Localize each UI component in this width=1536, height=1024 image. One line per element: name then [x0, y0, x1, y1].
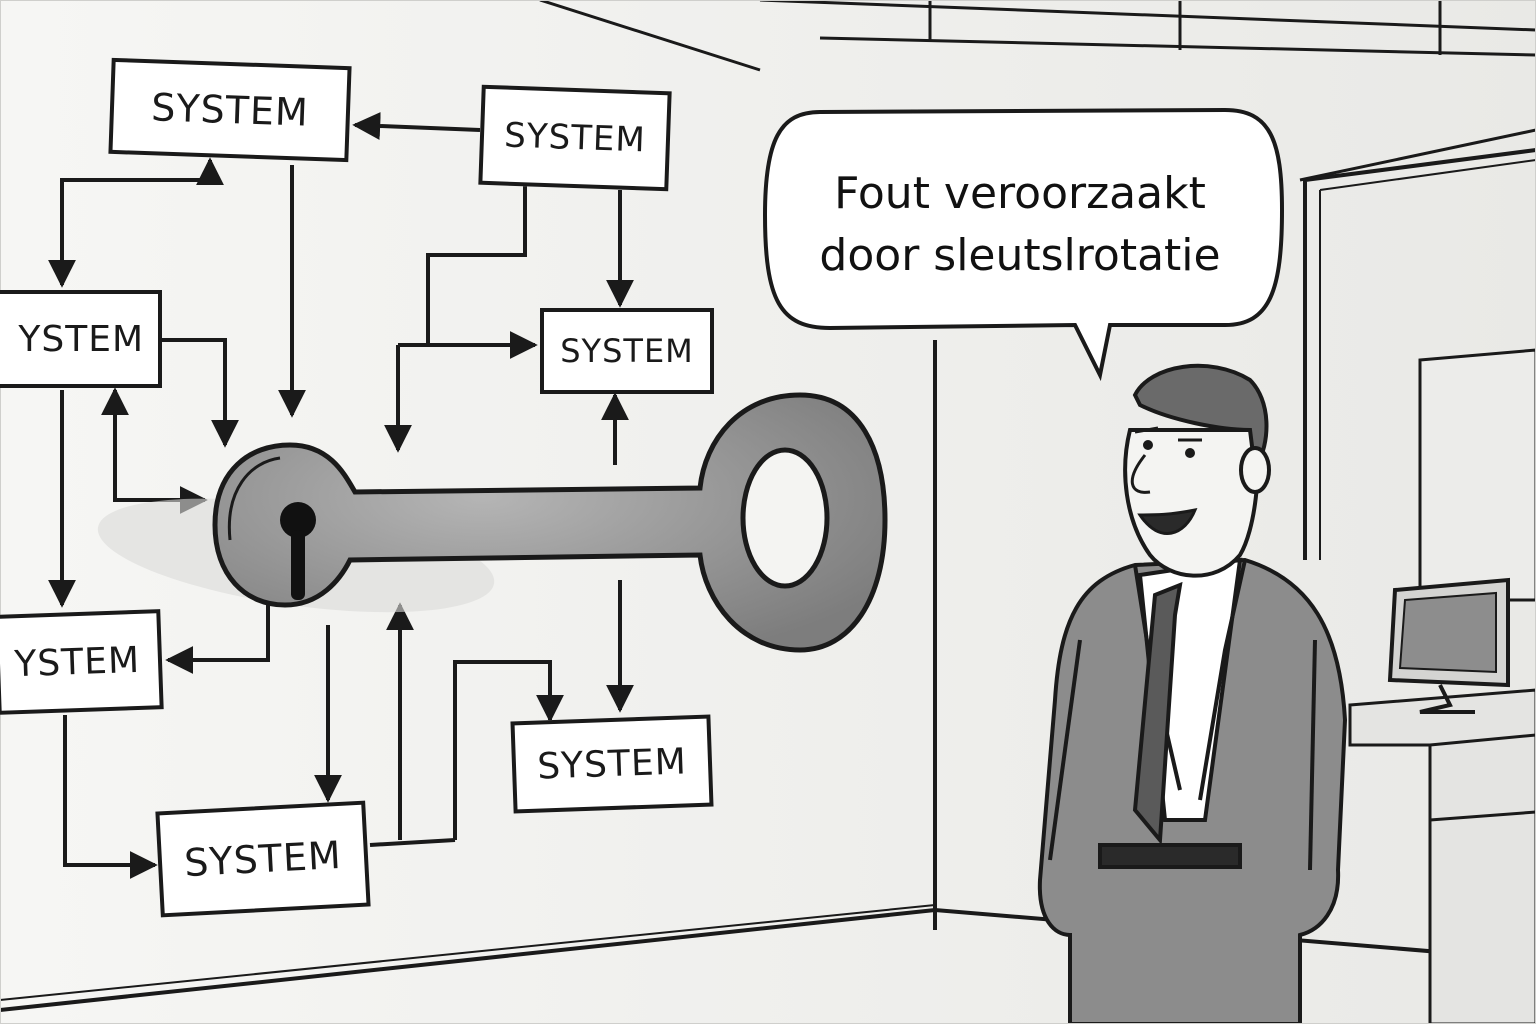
speech-bubble	[762, 107, 1285, 382]
connector	[453, 660, 564, 840]
desk-icon	[1348, 688, 1536, 1024]
connector	[63, 715, 158, 879]
doorway-icon	[1303, 148, 1536, 602]
system-node: YSTEM	[0, 609, 164, 715]
system-node: SYSTEM	[510, 714, 714, 814]
connector	[165, 600, 270, 674]
connector	[426, 157, 539, 345]
connector	[160, 338, 239, 448]
system-node: YSTEM	[0, 290, 162, 388]
speech-bubble-text: Fout veroorzaakt door sleutslrotatie	[780, 150, 1260, 300]
connector	[48, 157, 224, 288]
diagram-connectors	[48, 112, 634, 879]
speech-line-2: door sleutslrotatie	[819, 230, 1221, 281]
system-node: SYSTEM	[108, 57, 352, 163]
key-icon	[97, 392, 888, 653]
system-node: SYSTEM	[155, 800, 371, 918]
connector	[352, 112, 481, 140]
businessman-icon	[1037, 363, 1348, 1024]
speech-line-1: Fout veroorzaakt	[834, 168, 1206, 219]
system-node: SYSTEM	[540, 308, 714, 394]
system-node: SYSTEM	[478, 84, 672, 192]
monitor-icon	[1387, 577, 1510, 714]
